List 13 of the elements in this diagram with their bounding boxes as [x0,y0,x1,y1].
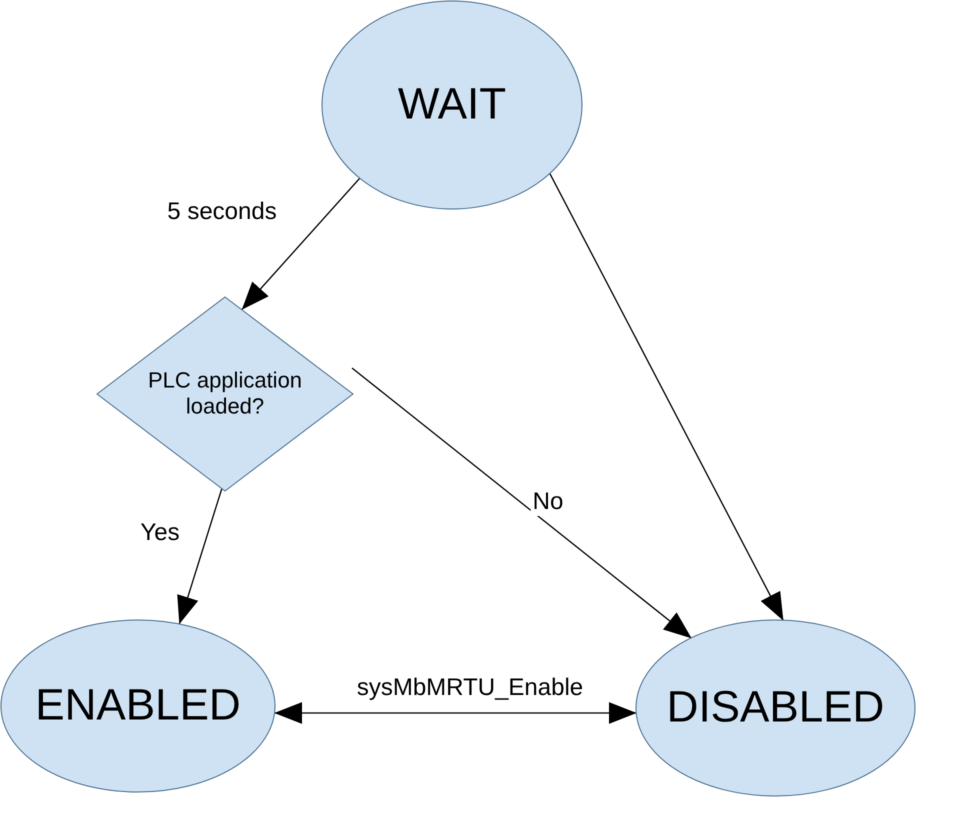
decision-text: PLC application loaded? [146,368,304,420]
state-ellipse [322,1,582,209]
arrow [274,702,637,724]
arrow [241,178,360,310]
decision-diamond [97,297,353,491]
state-ellipse [636,620,915,796]
state-label: ENABLED [34,680,242,732]
arrow [548,172,784,621]
state-label: WAIT [396,78,508,131]
state-label: DISABLED [666,682,886,734]
arrow [177,488,222,624]
arrow [352,368,692,639]
state-ellipse [1,620,275,792]
